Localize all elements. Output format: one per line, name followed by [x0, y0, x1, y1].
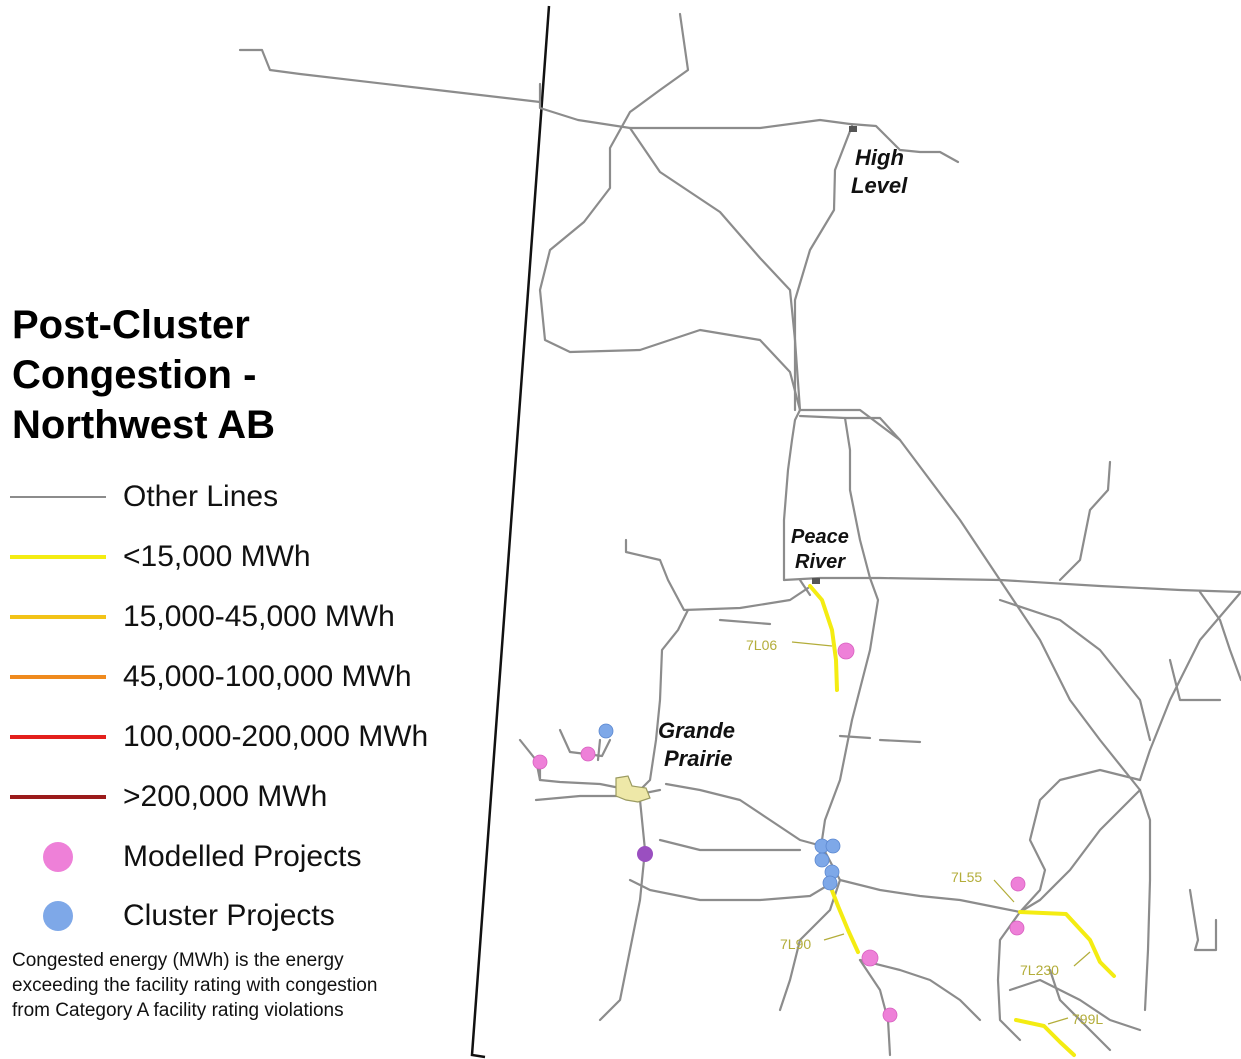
legend-title-line3: Northwest AB: [12, 403, 275, 447]
modelled-project-marker[interactable]: [861, 949, 879, 967]
legend-item-lt15000: <15,000 MWh: [10, 537, 490, 577]
modelled-project-marker[interactable]: [1009, 920, 1025, 936]
tag-leaders: [791, 641, 1091, 1025]
legend-label-lt15000: <15,000 MWh: [123, 540, 311, 573]
legend-swatch-45000-100000: [10, 675, 106, 679]
legend-label-15000-45000: 15,000-45,000 MWh: [123, 600, 395, 633]
modelled-project-marker[interactable]: [1010, 876, 1026, 892]
cluster-project-marker[interactable]: [598, 723, 614, 739]
legend-swatch-gt200000: [10, 795, 106, 799]
svg-text:River: River: [795, 551, 846, 573]
legend-swatch-cluster-projects: [43, 901, 73, 931]
cluster-project-marker[interactable]: [814, 852, 830, 868]
legend-label-other-lines: Other Lines: [123, 480, 279, 513]
legend-label-100000-200000: 100,000-200,000 MWh: [123, 720, 429, 753]
svg-text:Grande: Grande: [658, 718, 735, 743]
tag-7l230: 7L230: [1020, 962, 1059, 978]
legend-label-cluster-projects: Cluster Projects: [123, 899, 335, 932]
substation-marks: [812, 126, 857, 584]
provincial-border: [470, 5, 551, 1059]
tag-7l90: 7L90: [780, 936, 811, 952]
legend-item-100000-200000: 100,000-200,000 MWh: [10, 717, 490, 757]
legend-swatch-15000-45000: [10, 615, 106, 619]
legend-title-line2: Congestion -: [12, 353, 257, 397]
modelled-projects: [532, 642, 1026, 1023]
legend-item-15000-45000: 15,000-45,000 MWh: [10, 597, 490, 637]
legend-swatch-modelled-projects: [43, 842, 73, 872]
legend-note: Congested energy (MWh) is the energy exc…: [12, 950, 378, 1021]
modelled-project-marker[interactable]: [882, 1007, 898, 1023]
cluster-project-marker[interactable]: [825, 838, 841, 854]
modelled-project-marker[interactable]: [580, 746, 596, 762]
grande-prairie-city-area: [615, 775, 651, 803]
line-799l: [1014, 1018, 1076, 1057]
line-7l90: [826, 878, 860, 954]
legend-label-45000-100000: 45,000-100,000 MWh: [123, 660, 412, 693]
tag-7l06: 7L06: [746, 637, 777, 653]
line-7l06: [808, 584, 839, 692]
place-grande-prairie-line2: Prairie: [664, 746, 733, 771]
svg-text:High: High: [855, 145, 904, 170]
svg-text:Peace: Peace: [791, 526, 849, 548]
overlap-project-marker[interactable]: [637, 846, 653, 862]
tag-7l55: 7L55: [951, 869, 982, 885]
place-peace-river-line1: Peace: [791, 526, 849, 548]
cluster-project-marker[interactable]: [822, 875, 838, 891]
place-grande-prairie-line1: Grande: [658, 718, 735, 743]
legend-item-cluster-projects: Cluster Projects: [10, 896, 490, 936]
legend-item-gt200000: >200,000 MWh: [10, 777, 490, 817]
congested-lines: [808, 584, 1116, 1057]
legend-item-other-lines: Other Lines: [10, 477, 490, 517]
legend-item-45000-100000: 45,000-100,000 MWh: [10, 657, 490, 697]
legend-label-modelled-projects: Modelled Projects: [123, 840, 362, 873]
legend-title: Post-Cluster Congestion - Northwest AB: [12, 300, 392, 450]
line-7l230: [1018, 910, 1116, 978]
modelled-project-marker[interactable]: [837, 642, 855, 660]
legend-title-line1: Post-Cluster: [12, 303, 250, 347]
legend-swatch-100000-200000: [10, 735, 106, 739]
tag-799l: 799L: [1072, 1011, 1103, 1027]
place-high-level-line2: Level: [851, 173, 908, 198]
legend-label-gt200000: >200,000 MWh: [123, 780, 328, 813]
place-peace-river-line2: River: [795, 551, 846, 573]
legend-swatch-lt15000: [10, 555, 106, 559]
legend-swatch-other-lines: [10, 496, 106, 498]
cluster-projects: [598, 723, 841, 891]
place-high-level-line1: High: [855, 145, 904, 170]
svg-text:Prairie: Prairie: [664, 746, 733, 771]
legend-item-modelled-projects: Modelled Projects: [10, 837, 490, 877]
modelled-project-marker[interactable]: [532, 754, 548, 770]
svg-text:Level: Level: [851, 173, 908, 198]
